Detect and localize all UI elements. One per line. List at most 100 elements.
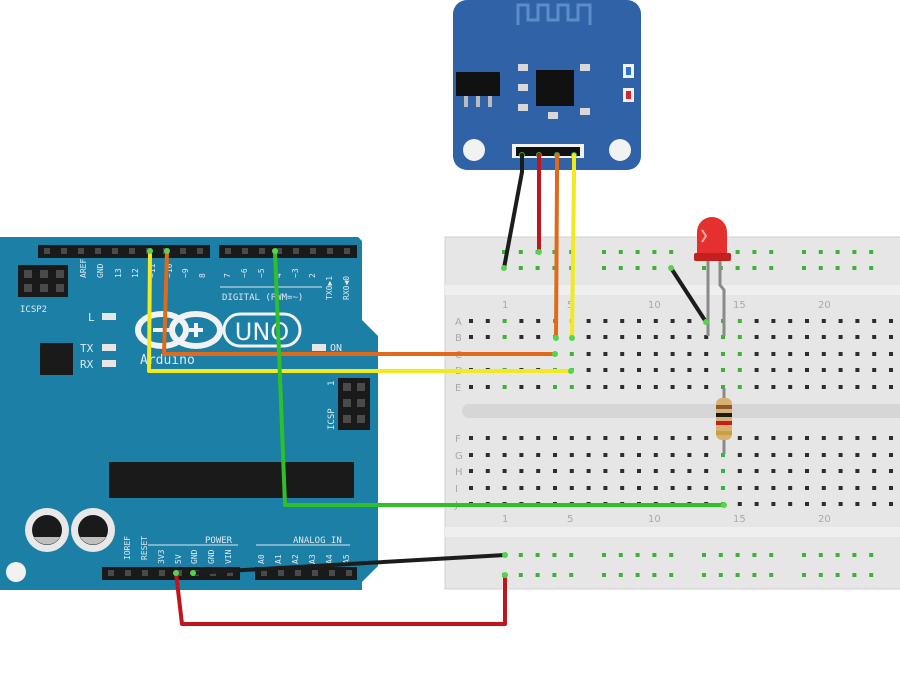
breadboard-hole: [889, 453, 893, 457]
breadboard-hole: [737, 469, 742, 473]
breadboard-hole: [855, 335, 860, 339]
breadboard-hole: [519, 453, 524, 457]
breadboard-hole: [771, 385, 776, 389]
breadboard-hole: [869, 573, 874, 577]
breadboard-hole: [737, 385, 742, 389]
header-pin: [293, 248, 299, 254]
breadboard-hole: [838, 486, 843, 490]
breadboard-hole: [872, 469, 877, 473]
breadboard-hole: [821, 352, 826, 356]
icsp-label: ICSP: [327, 408, 337, 430]
breadboard-hole: [889, 469, 893, 473]
breadboard-hole: [737, 502, 742, 506]
breadboard-hole: [805, 469, 809, 473]
breadboard-hole: [552, 266, 557, 270]
analog-label: ANALOG IN: [293, 536, 342, 546]
pin-label-8: 8: [198, 273, 207, 278]
breadboard-hole: [737, 436, 742, 440]
col-num-5-top: 5: [567, 300, 573, 311]
breadboard-hole: [485, 453, 490, 457]
breadboard-hole: [620, 486, 625, 490]
breadboard-hole: [653, 319, 658, 323]
breadboard-hole: [569, 453, 574, 457]
header-pin: [242, 248, 248, 254]
breadboard-column-numbers-top: 1 5 10 15 20: [502, 300, 831, 311]
breadboard-hole: [618, 573, 623, 577]
pin-label-5: ~5: [257, 268, 266, 278]
breadboard-hole: [852, 573, 857, 577]
breadboard-hole: [855, 469, 860, 473]
pin-label-11: ~11: [148, 263, 157, 278]
pin-label-ioref: IOREF: [123, 536, 132, 560]
breadboard-hole: [721, 352, 725, 356]
col-num-20-bottom: 20: [818, 514, 831, 525]
sensor-module: [453, 0, 641, 170]
power-pin-labels: IOREF RESET 3V3 5V GND GND VIN: [123, 536, 233, 564]
breadboard-hole: [802, 573, 806, 577]
breadboard-hole: [752, 266, 757, 270]
analog-pin-labels: A0 A1 A2 A3 A4 A5: [257, 554, 351, 564]
breadboard-hole: [586, 469, 591, 473]
breadboard-hole: [553, 469, 557, 473]
breadboard-hole: [637, 436, 641, 440]
breadboard-hole: [637, 352, 641, 356]
breadboard-hole: [469, 453, 473, 457]
breadboard-hole: [838, 502, 843, 506]
header-pin: [78, 248, 84, 254]
breadboard-hole: [838, 436, 843, 440]
breadboard-hole: [536, 486, 541, 490]
pin5-to-breadboard-wire: [273, 249, 726, 507]
module-sda-wire: [570, 153, 576, 340]
breadboard-hole: [637, 453, 641, 457]
breadboard-hole: [718, 573, 723, 577]
breadboard-hole: [670, 335, 675, 339]
breadboard-hole: [485, 486, 490, 490]
breadboard-hole: [687, 453, 692, 457]
breadboard-hole: [802, 266, 806, 270]
breadboard-hole: [653, 385, 658, 389]
breadboard-hole: [569, 573, 574, 577]
breadboard-hole: [687, 385, 692, 389]
breadboard-hole: [502, 436, 507, 440]
breadboard-hole: [805, 486, 809, 490]
breadboard-hole: [670, 352, 675, 356]
pin-label-9: ~9: [181, 268, 190, 278]
header-pin: [344, 248, 350, 254]
breadboard-hole: [818, 553, 823, 557]
breadboard-hole: [669, 573, 674, 577]
col-num-15-bottom: 15: [733, 514, 746, 525]
breadboard-hole: [855, 436, 860, 440]
breadboard-hole: [704, 352, 709, 356]
breadboard-hole: [721, 385, 725, 389]
breadboard-hole: [502, 486, 507, 490]
breadboard-hole: [586, 453, 591, 457]
pin12-to-breadboard-wire: [147, 249, 573, 373]
l-led-label: L: [88, 311, 95, 324]
breadboard-hole: [872, 502, 877, 506]
breadboard-hole: [704, 368, 709, 372]
col-num-10-bottom: 10: [648, 514, 661, 525]
breadboard-hole: [519, 436, 524, 440]
breadboard-hole: [618, 266, 623, 270]
breadboard-hole: [603, 453, 608, 457]
breadboard-hole: [670, 319, 675, 323]
breadboard-hole: [771, 453, 776, 457]
breadboard-hole: [552, 553, 557, 557]
breadboard-hole: [637, 368, 641, 372]
breadboard-hole: [805, 368, 809, 372]
breadboard-hole: [821, 368, 826, 372]
breadboard-hole: [872, 319, 877, 323]
wire-end-highlights: [147, 248, 727, 578]
breadboard-hole: [687, 469, 692, 473]
breadboard-hole: [635, 266, 640, 270]
breadboard-hole: [704, 486, 709, 490]
breadboard-hole: [553, 486, 557, 490]
breadboard-hole: [637, 469, 641, 473]
breadboard-hole: [802, 553, 806, 557]
breadboard-hole: [721, 453, 725, 457]
module-scl-wire: [554, 153, 559, 340]
breadboard-hole: [602, 250, 606, 254]
pin-label-a3: A3: [308, 554, 317, 564]
breadboard-hole: [485, 436, 490, 440]
